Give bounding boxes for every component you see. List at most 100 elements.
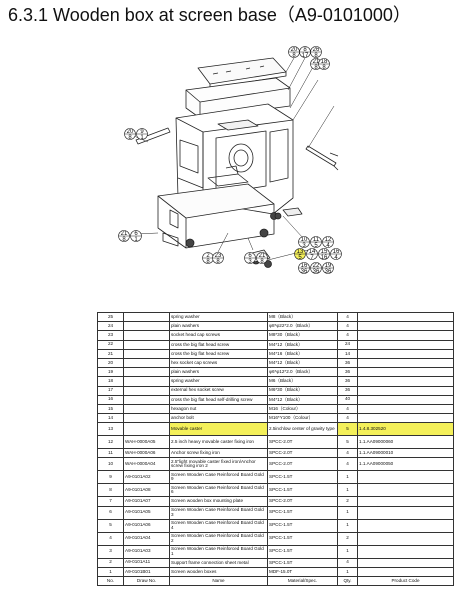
- callout-label: 11: [313, 237, 320, 243]
- callout-label: 1: [140, 135, 144, 141]
- cell-name: plain washers: [169, 321, 268, 332]
- column-header: Product Code: [357, 575, 454, 587]
- cell-name: Screen Wooden Case Reinforced Board Gold…: [169, 483, 268, 498]
- cell-no: 12: [97, 435, 124, 450]
- cell-qty: 2: [337, 496, 358, 507]
- cell-spec: SPCC-1.5T: [267, 531, 338, 546]
- cell-no: 14: [97, 413, 124, 424]
- callout-label: 8: [314, 65, 318, 71]
- cell-product-code: [357, 330, 454, 341]
- cell-no: 24: [97, 321, 124, 332]
- cell-no: 19: [97, 367, 124, 378]
- cell-draw-no: [123, 348, 170, 359]
- cell-qty: 36: [337, 367, 358, 378]
- callout-13: 135: [294, 248, 306, 261]
- column-header: Material/Spec.: [267, 575, 338, 587]
- cell-name: Support frame connection sheet metal: [169, 557, 268, 568]
- cell-qty: 1: [337, 483, 358, 498]
- exploded-assembly-drawing: 2088172682181882089121861282386321810311…: [118, 46, 342, 275]
- cell-qty: 4: [337, 330, 358, 341]
- callout-label: 21: [121, 231, 128, 237]
- cell-qty: 36: [337, 376, 358, 387]
- callout-label: 26: [313, 47, 320, 53]
- cell-spec: M6*30（Black）: [267, 385, 338, 396]
- callout-18: 188: [318, 58, 330, 71]
- cell-name: socket head cap screws: [169, 330, 268, 341]
- callout-label: 20: [127, 129, 134, 135]
- cell-product-code: [357, 311, 454, 323]
- cell-no: 11: [97, 448, 124, 459]
- cell-draw-no: A9-0101A04: [123, 531, 170, 546]
- cell-draw-no: [123, 376, 170, 387]
- callout-label: 13: [297, 249, 304, 255]
- cell-spec: φ8*φ22*2.0（Black）: [267, 321, 338, 332]
- cell-no: 10: [97, 457, 124, 472]
- cell-no: 18: [97, 376, 124, 387]
- cell-qty: 36: [337, 385, 358, 396]
- cell-no: 21: [97, 348, 124, 359]
- cell-no: 8: [97, 483, 124, 498]
- cell-no: 13: [97, 422, 124, 437]
- cell-product-code: 1.4.8.302520: [357, 422, 454, 437]
- cell-draw-no: [123, 339, 170, 350]
- cell-spec: M16*Y100（Colour）: [267, 413, 338, 424]
- cell-name: anchor bolt: [169, 413, 268, 424]
- cell-qty: 2: [337, 531, 358, 546]
- cell-draw-no: A9-0101A02: [123, 470, 170, 485]
- support-frame: [135, 127, 339, 171]
- callout-label: 8: [128, 135, 132, 141]
- cell-qty: 1: [337, 544, 358, 559]
- cell-product-code: [357, 470, 454, 485]
- cell-draw-no: A9-0101A08: [123, 483, 170, 498]
- cell-name: cross the big flat head self-drilling sc…: [169, 394, 268, 405]
- callout-label: 16: [333, 249, 340, 255]
- callout-label: 4: [326, 243, 330, 249]
- callout-label: 23: [215, 253, 222, 259]
- cell-name: Screen Wooden Case Reinforced Board Gold…: [169, 518, 268, 533]
- cell-qty: 1: [337, 505, 358, 520]
- callout-21: 218: [310, 58, 322, 71]
- cell-draw-no: [123, 385, 170, 396]
- callout-9: 91: [136, 128, 148, 141]
- cell-product-code: [357, 339, 454, 350]
- callout-bubbles: 2088172682181882089121861282386321810311…: [118, 46, 342, 275]
- callout-label: 8: [216, 259, 220, 265]
- cell-qty: 4: [337, 321, 358, 332]
- cell-qty: 4: [337, 403, 358, 415]
- base-frame: [157, 165, 275, 249]
- cell-name: Movable caster: [169, 422, 268, 437]
- cell-qty: 4: [337, 448, 358, 459]
- callout-20: 208: [288, 46, 300, 59]
- callout-label: 8: [292, 53, 296, 59]
- cell-no: 4: [97, 531, 124, 546]
- cell-product-code: 1.1.AA09000050: [357, 457, 454, 472]
- callout-20: 208: [124, 128, 136, 141]
- callout-16: 164: [330, 248, 342, 261]
- callout-14: 147: [306, 248, 318, 261]
- cell-name: Screen Wooden Case Reinforced Board Gold…: [169, 470, 268, 485]
- cell-no: 20: [97, 357, 124, 369]
- cell-product-code: [357, 394, 454, 405]
- cell-no: 15: [97, 403, 124, 415]
- cell-draw-no: [123, 422, 170, 437]
- cell-draw-no: A9-0101A07: [123, 496, 170, 507]
- cell-spec: φ6*φ12*2.0（Black）: [267, 367, 338, 378]
- cell-product-code: 1.1.AA09000010: [357, 448, 454, 459]
- callout-label: 19: [325, 263, 332, 269]
- cell-qty: 5: [337, 422, 358, 437]
- cell-product-code: [357, 531, 454, 546]
- callout-label: 8: [260, 259, 264, 265]
- cell-draw-no: A9-0101A11: [123, 557, 170, 568]
